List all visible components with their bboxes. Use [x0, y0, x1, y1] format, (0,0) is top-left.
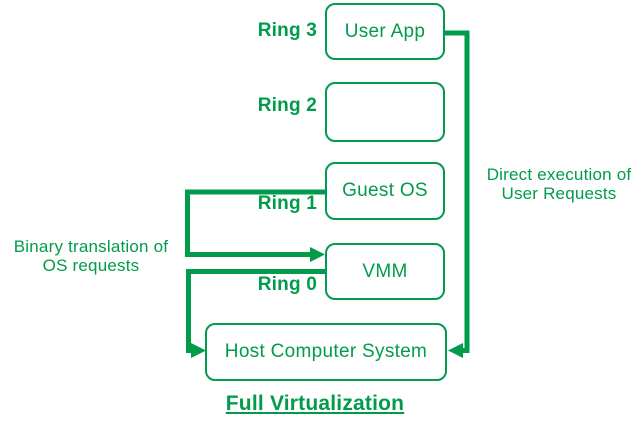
ring-2-label: Ring 2 — [257, 95, 317, 116]
direct-execution-path-userapp-to-host — [443, 30, 470, 353]
ring-1-label: Ring 1 — [257, 193, 317, 214]
host-computer-system-box-label: Host Computer System — [224, 341, 428, 362]
guest-os-box-label: Guest OS — [342, 180, 428, 201]
vmm-box-label: VMM — [362, 260, 408, 282]
ring-0-label: Ring 0 — [257, 274, 317, 295]
user-app-box-label: User App — [344, 20, 426, 42]
binary-translation-annotation-line2: OS requests — [42, 256, 140, 275]
direct-execution-annotation-line2: User Requests — [501, 184, 617, 203]
guest-os-box: Guest OS — [325, 162, 445, 220]
user-app-box: User App — [325, 3, 445, 60]
binary-translation-annotation-line1: Binary translation of — [13, 237, 169, 256]
host-computer-system-box: Host Computer System — [205, 323, 447, 381]
arrowhead-into-vmm — [310, 247, 325, 262]
translated-requests-path-vmm-to-host — [186, 269, 327, 353]
direct-execution-annotation: Direct execution of User Requests — [477, 165, 641, 203]
ring-3-label: Ring 3 — [257, 20, 317, 41]
arrowhead-into-host-left — [191, 343, 206, 358]
vmm-box: VMM — [325, 243, 445, 300]
ring-2-empty-box — [325, 82, 445, 142]
arrowhead-into-host-right — [448, 343, 463, 358]
binary-translation-path-guestos-to-vmm — [185, 189, 327, 257]
binary-translation-annotation: Binary translation of OS requests — [0, 237, 182, 275]
direct-execution-annotation-line1: Direct execution of — [486, 165, 632, 184]
diagram-title: Full Virtualization — [225, 392, 405, 415]
